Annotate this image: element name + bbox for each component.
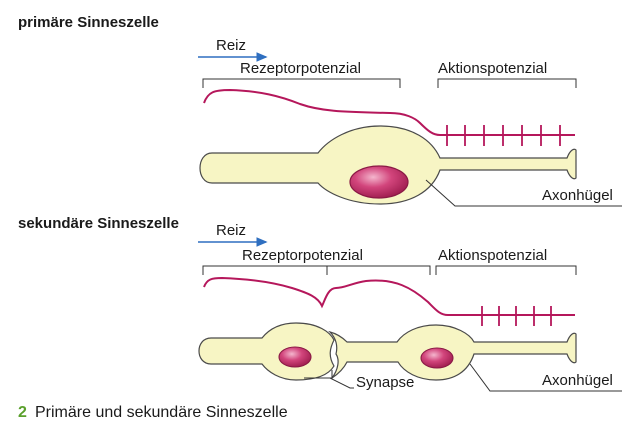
secondary-stimulus-label: Reiz (216, 222, 246, 239)
secondary-synapse-label: Synapse (356, 374, 414, 391)
secondary-potential-trace (203, 276, 575, 316)
primary-cell-body (199, 125, 577, 205)
secondary-receptor-bracket (202, 265, 431, 275)
primary-section: primäre Sinneszelle Reiz Rezeptorpotenzi… (18, 14, 622, 207)
primary-action-bracket (437, 78, 577, 88)
figure-caption: 2 Primäre und sekundäre Sinneszelle (18, 404, 288, 421)
secondary-action-spikes (481, 306, 552, 326)
primary-axon-label: Axonhügel (542, 187, 613, 204)
secondary-synapse-leader (304, 370, 354, 389)
primary-action-spikes (446, 125, 561, 146)
secondary-receptor-cell (198, 322, 335, 381)
secondary-action-label: Aktionspotenzial (438, 247, 547, 264)
primary-receptor-bracket (202, 78, 401, 88)
secondary-neuron-nucleus (420, 347, 454, 369)
secondary-axon-leader (469, 363, 622, 392)
secondary-receptor-nucleus (278, 346, 312, 368)
secondary-title: sekundäre Sinneszelle (18, 215, 179, 232)
secondary-section: sekundäre Sinneszelle Reiz Rezeptorpoten… (18, 215, 622, 392)
primary-nucleus (349, 165, 409, 199)
secondary-action-bracket (435, 265, 577, 275)
primary-action-label: Aktionspotenzial (438, 60, 547, 77)
primary-potential-trace (203, 88, 575, 136)
primary-stimulus-label: Reiz (216, 37, 246, 54)
caption-text: Primäre und sekundäre Sinneszelle (35, 404, 288, 421)
secondary-neuron (328, 324, 577, 381)
secondary-receptor-label: Rezeptorpotenzial (242, 247, 363, 264)
primary-axon-leader (425, 179, 622, 207)
secondary-axon-label: Axonhügel (542, 372, 613, 389)
caption-number: 2 (18, 404, 27, 421)
primary-receptor-label: Rezeptorpotenzial (240, 60, 361, 77)
primary-title: primäre Sinneszelle (18, 14, 159, 31)
